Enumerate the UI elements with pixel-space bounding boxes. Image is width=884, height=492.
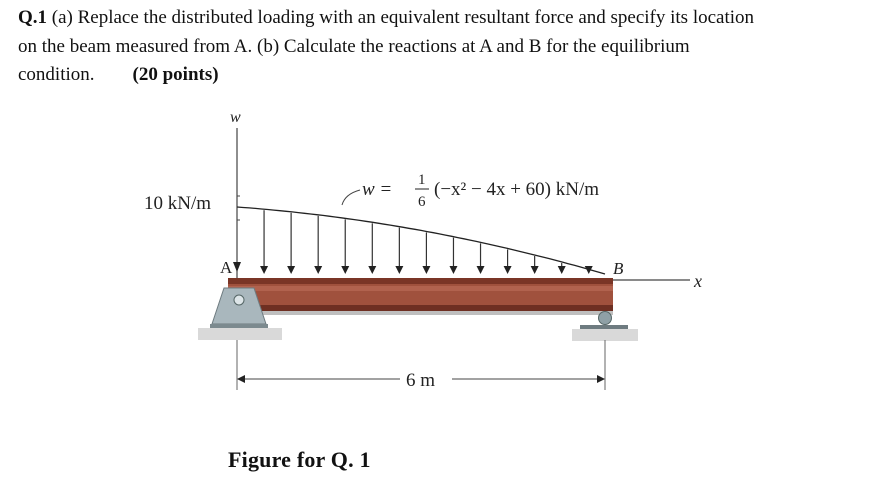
x-axis-label: x	[693, 271, 702, 291]
beam	[228, 278, 613, 315]
question-line-3: condition. (20 points)	[18, 61, 840, 90]
load-arrows	[260, 210, 593, 274]
equation-fraction-denominator: 6	[418, 194, 426, 210]
pin-support-base	[210, 324, 268, 328]
roller-support-roller	[598, 311, 612, 325]
load-arrow-head	[503, 266, 512, 274]
load-arrow-head	[449, 266, 458, 274]
load-arrow-head	[422, 266, 431, 274]
load-arrow-head	[314, 266, 323, 274]
max-load-label: 10 kN/m	[144, 193, 211, 214]
question-condition: condition.	[18, 64, 95, 85]
pin-support-pin	[233, 294, 245, 306]
beam-underside	[258, 311, 613, 315]
curve-leader	[341, 189, 361, 206]
equation-fraction-numerator: 1	[418, 172, 426, 188]
beam-bottom-flange	[228, 305, 613, 311]
figure-caption: Figure for Q. 1	[228, 447, 371, 472]
pin-support-a	[198, 287, 282, 340]
support-b-label: B	[613, 259, 624, 278]
question-points: (20 points)	[132, 64, 219, 85]
load-arrow-head	[287, 266, 296, 274]
beam-web-highlight	[228, 286, 613, 291]
question-text: Q.1 (a) Replace the distributed loading …	[18, 4, 840, 90]
span-label: 6 m	[406, 370, 435, 391]
beam-top-flange	[228, 278, 613, 284]
equation-lhs: w =	[362, 179, 392, 200]
load-arrow-head	[260, 266, 269, 274]
load-curve	[236, 206, 606, 275]
roller-support-b	[572, 311, 638, 341]
load-arrow-head	[476, 266, 485, 274]
load-arrow-head	[395, 266, 404, 274]
question-line-2: on the beam measured from A. (b) Calcula…	[18, 35, 690, 57]
w-axis-label: w	[230, 109, 241, 126]
support-a-arrow-head	[233, 262, 241, 272]
load-arrow-head	[530, 266, 539, 274]
load-arrow-head	[368, 266, 377, 274]
load-arrow-head	[557, 266, 566, 274]
ground-a	[198, 328, 282, 340]
question-line-1: Q.1 (a) Replace the distributed loading …	[18, 4, 840, 33]
load-arrow-head	[584, 266, 593, 274]
question-number: Q.1	[18, 7, 48, 28]
roller-support-plate	[580, 325, 628, 329]
question-part-a: (a) Replace the distributed loading with…	[47, 7, 755, 28]
equation-rhs: (−x² − 4x + 60) kN/m	[434, 179, 599, 200]
max-load-bracket	[236, 195, 240, 221]
load-arrow-head	[341, 266, 350, 274]
support-a-label: A	[220, 258, 233, 277]
ground-b	[572, 329, 638, 341]
